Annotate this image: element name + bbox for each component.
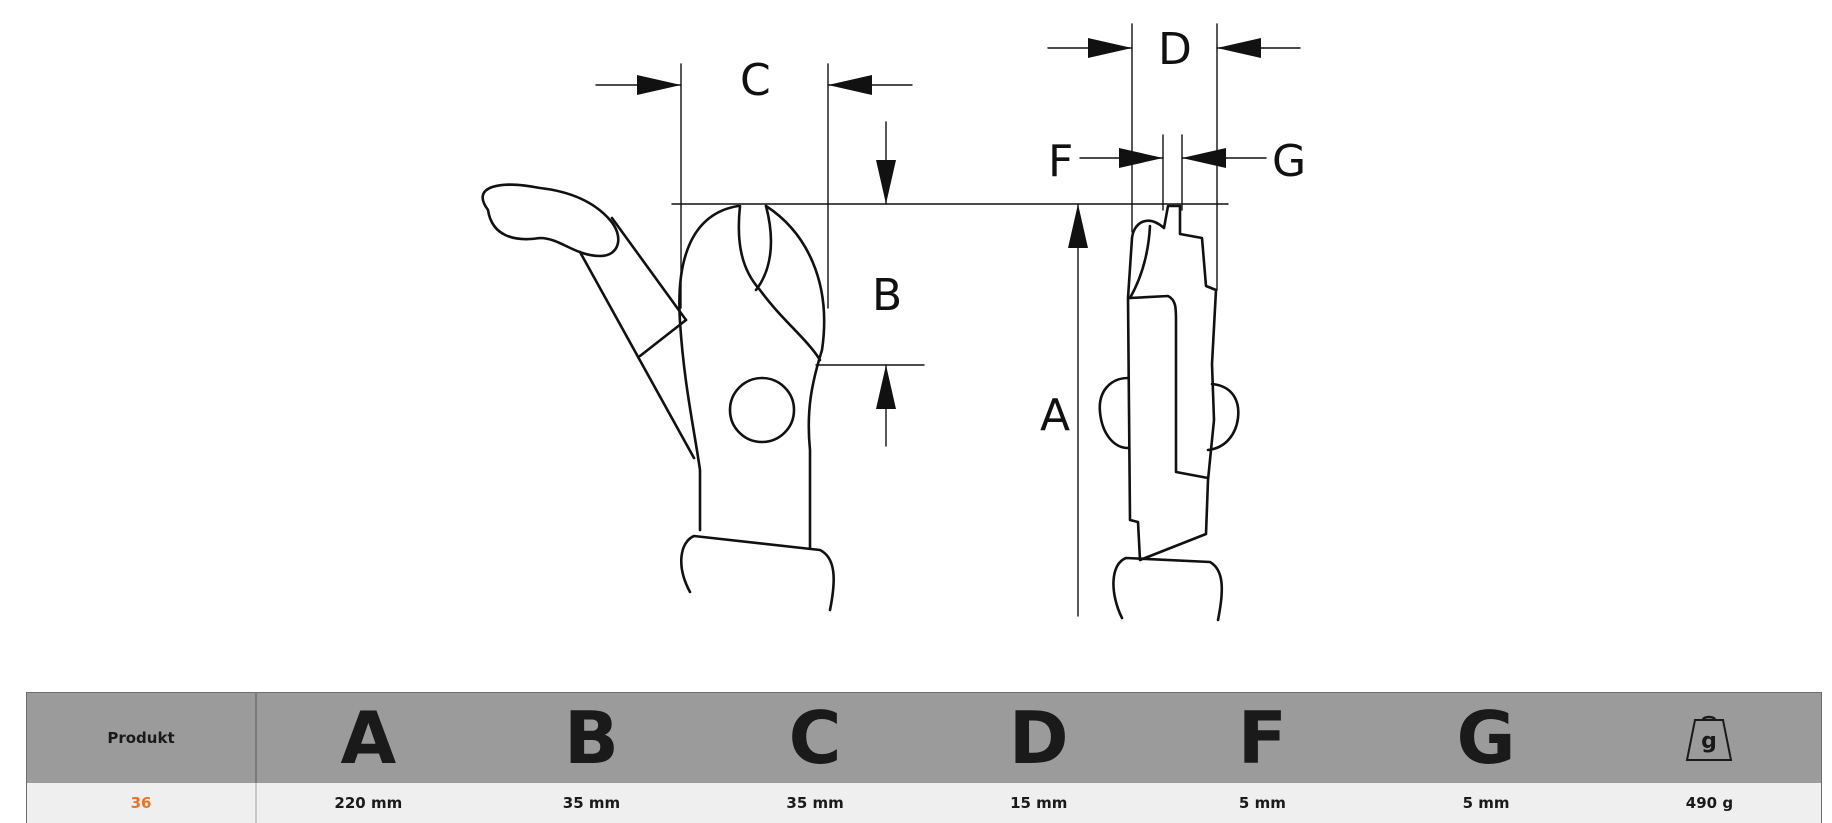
cell-b: 35 mm	[479, 783, 704, 823]
table-header-row: Produkt A B C D F G g	[26, 692, 1822, 783]
col-header-produkt: Produkt	[26, 692, 257, 783]
table-row: 36 220 mm 35 mm 35 mm 15 mm 5 mm 5 mm 49…	[26, 783, 1822, 823]
label-g: G	[1272, 136, 1306, 187]
label-c: C	[740, 55, 771, 106]
col-header-a: A	[256, 692, 480, 783]
cell-d: 15 mm	[926, 783, 1151, 823]
cutter-dimension-diagram: C B A D F G	[481, 23, 1306, 622]
cell-f: 5 mm	[1150, 783, 1375, 823]
product-link[interactable]: 36	[130, 794, 152, 812]
label-f: F	[1048, 136, 1073, 187]
col-header-c: C	[703, 692, 927, 783]
col-header-weight: g	[1597, 692, 1822, 783]
weight-icon-letter: g	[1702, 729, 1718, 754]
label-d: D	[1158, 24, 1192, 75]
col-header-d: D	[926, 692, 1151, 783]
cell-a: 220 mm	[256, 783, 480, 823]
dimension-arrows	[637, 38, 1261, 409]
front-view-outline	[481, 183, 835, 612]
cell-produkt[interactable]: 36	[26, 783, 257, 823]
cell-weight: 490 g	[1597, 783, 1822, 823]
col-header-g: G	[1374, 692, 1598, 783]
label-b: B	[872, 270, 902, 321]
dimension-lines	[595, 23, 1301, 617]
weight-icon: g	[1686, 715, 1733, 761]
dimension-spec-table: Produkt A B C D F G g 36 220 mm 35 mm 35…	[26, 692, 1822, 823]
col-header-f: F	[1150, 692, 1375, 783]
col-header-b: B	[479, 692, 704, 783]
label-a: A	[1040, 390, 1070, 441]
cell-c: 35 mm	[703, 783, 927, 823]
cell-g: 5 mm	[1374, 783, 1598, 823]
side-view-outline	[1098, 204, 1240, 622]
